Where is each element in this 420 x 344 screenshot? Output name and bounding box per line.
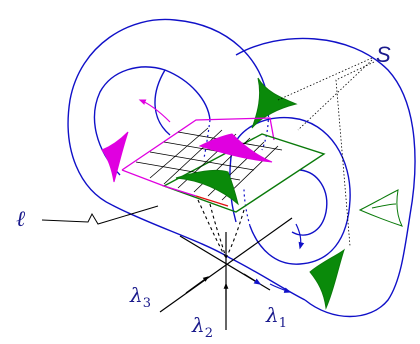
cone-line-left: [197, 199, 227, 259]
label-S: S: [376, 42, 391, 67]
bottom-outer-boundary: [111, 204, 306, 301]
right-inner-loop: [231, 116, 351, 265]
hidden-left-curve: [203, 119, 211, 159]
section-top: [251, 77, 298, 129]
pointer-S-3: [335, 61, 375, 247]
left-inner-loop: [93, 66, 211, 176]
blue-flow-arrow-bottom: [269, 283, 292, 293]
section-left-magenta: [101, 131, 129, 183]
plane-magenta-border: [121, 117, 275, 171]
axis-lambda1-arrow: [243, 273, 262, 285]
section-bottom: [309, 248, 345, 310]
right-inner-curl: [291, 169, 328, 236]
grid-plane: [121, 117, 326, 213]
pointer-S-2: [297, 59, 373, 131]
section-right: [358, 189, 403, 227]
cone-lines: [197, 199, 245, 259]
plane-green-fold: [175, 169, 239, 206]
left-outer-loop: [67, 18, 269, 206]
plane-magenta-left: [121, 169, 197, 197]
plane-magenta-fold: [198, 133, 273, 163]
outer-surface-curves: [67, 18, 416, 318]
singular-sections: [251, 77, 403, 310]
axis-lambda3: [159, 217, 293, 313]
section-right-inner: [371, 203, 397, 209]
pointer-S-1: [277, 57, 373, 101]
pointer-lines: [277, 57, 375, 247]
plane-red-edge: [195, 195, 229, 207]
label-ell: ℓ: [16, 207, 26, 232]
grid-lines: [135, 127, 283, 201]
axis-lambda3-arrow: [185, 276, 209, 294]
magenta-flow-arrow: [138, 99, 171, 123]
axes: [159, 217, 293, 330]
label-lambda3: λ3: [129, 283, 151, 311]
label-lambda2: λ2: [191, 313, 213, 341]
label-lambda1: λ1: [265, 303, 287, 331]
cone-line-mid: [209, 203, 227, 259]
pointer-ell: [41, 205, 159, 225]
left-inner-curl: [154, 69, 171, 136]
blue-flow-arrow-right: [295, 223, 305, 250]
right-outer-loop: [235, 37, 416, 318]
hidden-right-curve: [243, 187, 251, 227]
